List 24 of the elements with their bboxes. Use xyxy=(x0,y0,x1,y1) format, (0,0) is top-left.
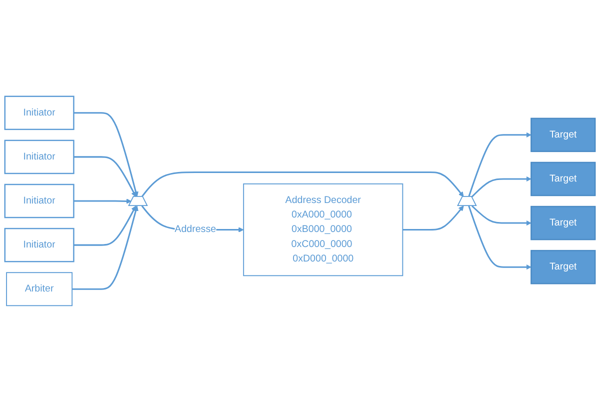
node-box: Target xyxy=(530,162,596,196)
node-trapezoid xyxy=(128,196,148,206)
arrow xyxy=(74,206,136,246)
node-box: Target xyxy=(530,206,596,240)
arrow xyxy=(74,112,138,197)
arrow xyxy=(471,205,532,226)
node-box: Target xyxy=(530,250,596,284)
node-box: Initiator xyxy=(4,96,74,130)
arrow xyxy=(471,176,532,198)
node-box: Arbiter xyxy=(6,272,73,306)
arrow xyxy=(74,198,132,204)
arrow xyxy=(74,156,136,197)
arrow xyxy=(72,206,138,290)
arrow xyxy=(141,171,464,198)
node-box: Target xyxy=(530,118,596,152)
arrow xyxy=(468,206,532,270)
node-box: Initiator xyxy=(4,184,74,218)
edge-label: Addresse xyxy=(174,224,216,235)
node-trapezoid xyxy=(457,196,477,206)
node-box: Initiator xyxy=(4,228,74,262)
node-box: Address Decoder 0xA000_0000 0xB000_0000 0xC000_0000 0xD000_0000 xyxy=(243,183,404,276)
arrow xyxy=(402,206,464,231)
arrow xyxy=(468,132,532,197)
node-box: Initiator xyxy=(4,140,74,174)
